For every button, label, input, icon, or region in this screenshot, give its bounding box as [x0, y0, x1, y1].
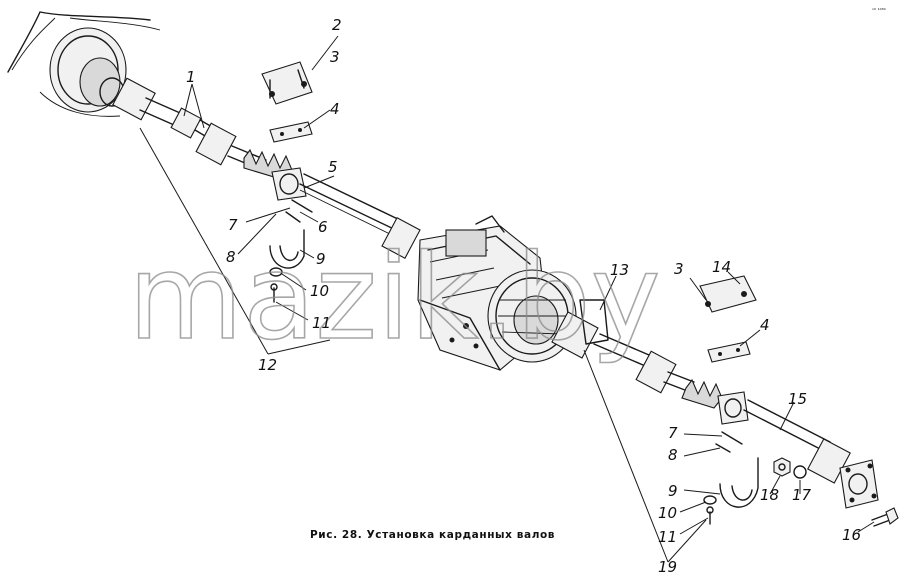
callout-16: 16 — [842, 526, 861, 544]
callout-9: 9 — [316, 250, 326, 268]
rear-axle-housing — [7, 11, 161, 117]
callout-17: 17 — [792, 486, 812, 504]
intermediate-shaft — [112, 77, 293, 181]
callout-7-right: 7 — [668, 424, 678, 442]
corner-mark: ⁿ⁰ ¹⁰³⁰ — [872, 8, 886, 14]
callout-3: 3 — [330, 48, 340, 66]
watermark-text: mazik.by — [128, 228, 661, 366]
callout-8-right: 8 — [668, 446, 678, 464]
callout-6: 6 — [318, 218, 328, 236]
callout-labels: 1 2 3 4 5 6 7 8 9 10 11 12 13 3 14 4 15 … — [186, 16, 861, 576]
callout-9-right: 9 — [668, 482, 678, 500]
propeller-shaft-5 — [299, 173, 421, 259]
callout-15: 15 — [788, 390, 807, 408]
callout-8: 8 — [226, 248, 236, 266]
callout-4: 4 — [330, 100, 340, 118]
callout-19: 19 — [658, 558, 677, 576]
callout-3-right: 3 — [674, 260, 684, 278]
rear-propeller-shaft — [593, 333, 879, 509]
callout-13: 13 — [610, 261, 629, 279]
callout-14: 14 — [712, 258, 731, 276]
leader-lines — [139, 35, 875, 563]
clamp-left — [269, 199, 313, 303]
bracket-right-3-14 — [699, 275, 757, 313]
callout-2: 2 — [332, 16, 342, 34]
clamp-right — [703, 431, 899, 527]
callout-5: 5 — [328, 158, 338, 176]
callout-1: 1 — [186, 68, 196, 86]
callout-7: 7 — [228, 216, 238, 234]
figure-caption: Рис. 28. Установка карданных валов — [310, 529, 555, 541]
callout-4-right: 4 — [760, 316, 770, 334]
transfer-case — [417, 215, 609, 371]
bearing-support-left — [271, 167, 307, 201]
callout-10-right: 10 — [658, 504, 677, 522]
callout-11-right: 11 — [658, 528, 677, 546]
callout-18: 18 — [760, 486, 779, 504]
callout-11: 11 — [312, 314, 331, 332]
callout-12: 12 — [258, 356, 277, 374]
bracket-top-2-3 — [261, 61, 313, 105]
plate-right-4 — [707, 341, 751, 363]
plate-top-4 — [269, 121, 313, 143]
callout-10: 10 — [310, 282, 329, 300]
